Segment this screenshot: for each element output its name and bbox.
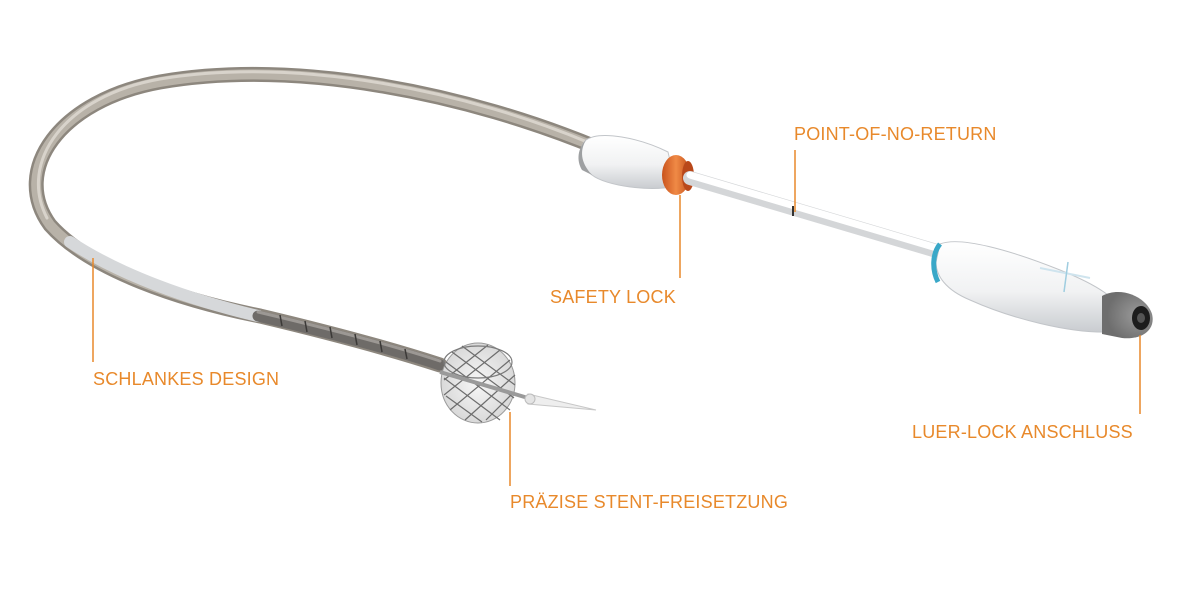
rear-handle (931, 241, 1121, 333)
callout-stent-release: PRÄZISE STENT-FREISETZUNG (510, 492, 789, 512)
front-handle (578, 135, 677, 189)
callout-safety-lock: SAFETY LOCK (550, 287, 676, 307)
catheter-tip (439, 370, 597, 411)
callout-luer-lock: LUER-LOCK ANSCHLUSS (912, 422, 1133, 442)
callout-lines (92, 150, 1141, 486)
luer-lock-cap (1102, 292, 1153, 339)
callout-slim-design: SCHLANKES DESIGN (93, 369, 280, 389)
callout-point-of-no-return: POINT-OF-NO-RETURN (794, 124, 997, 144)
inner-shaft (683, 171, 947, 259)
catheter-shaft (28, 67, 606, 373)
